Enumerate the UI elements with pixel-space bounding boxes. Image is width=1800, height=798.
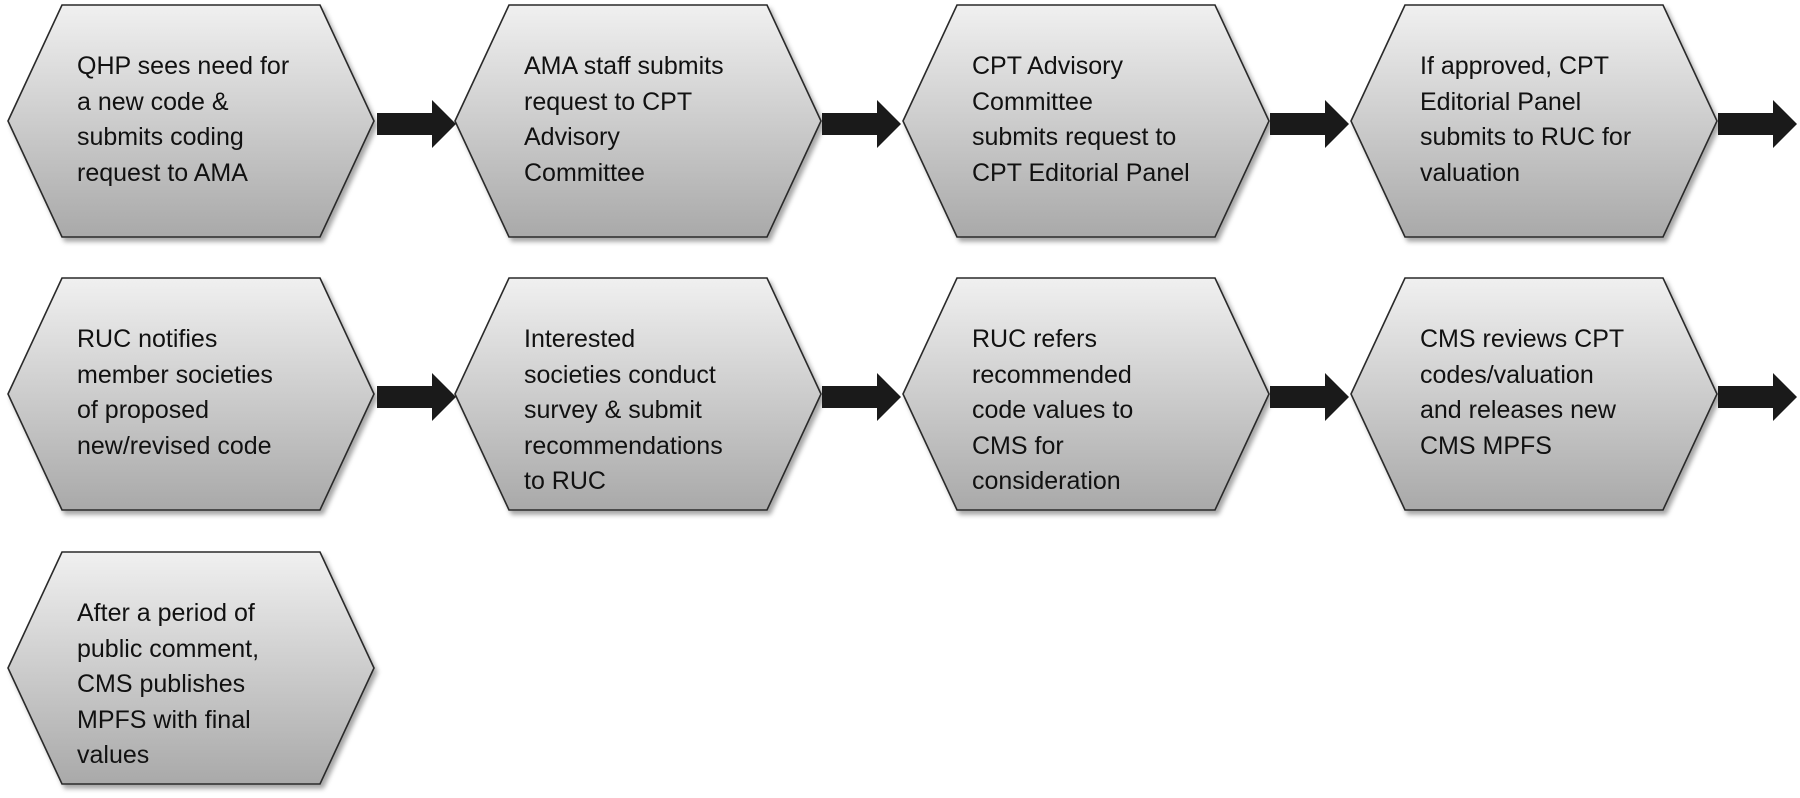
step-text-line: code values to <box>972 396 1134 424</box>
step-text-line: CMS reviews CPT <box>1420 325 1625 353</box>
flow-arrow <box>377 373 456 421</box>
step-text-line: Editorial Panel <box>1420 87 1582 116</box>
step-ruc-refers-to-cms-hexagon <box>902 277 1270 511</box>
step-ama-staff-submits-hexagon <box>454 4 822 238</box>
step-societies-conduct-survey-text: Interested societies conduct survey & subm… <box>524 322 723 500</box>
step-text-line: new/revised code <box>77 431 272 460</box>
flow-arrows <box>377 100 1797 421</box>
step-text-line: submits to RUC for <box>1420 123 1632 151</box>
step-text-line: request to CPT <box>524 87 693 116</box>
flow-arrow <box>822 373 901 421</box>
step-text-line: recommended <box>972 360 1132 389</box>
step-text-line: RUC refers <box>972 325 1098 353</box>
step-text-line: CMS for <box>972 431 1064 460</box>
step-text-line: codes/valuation <box>1420 360 1594 389</box>
step-ruc-refers-to-cms-text: RUC refers recommended code values to CMS f… <box>972 322 1133 500</box>
step-text-line: CPT Editorial Panel <box>972 158 1190 187</box>
step-text-line: QHP sees need for <box>77 52 290 80</box>
step-societies-conduct-survey-hexagon <box>454 277 822 511</box>
step-cms-reviews-codes-text: CMS reviews CPT codes/valuation and releas… <box>1420 322 1624 464</box>
step-text-line: valuation <box>1420 158 1521 187</box>
step-text-line: recommendations <box>524 431 723 460</box>
step-text-line: submits request to <box>972 123 1177 151</box>
step-editorial-panel-to-ruc-text: If approved, CPT Editorial Panel submits t… <box>1420 49 1631 191</box>
step-text-line: MPFS with final <box>77 705 251 734</box>
step-ruc-notifies-societies-hexagon <box>7 277 375 511</box>
flow-arrow <box>1270 100 1349 148</box>
flow-arrow <box>1270 373 1349 421</box>
step-text-line: RUC notifies <box>77 325 218 353</box>
step-qhp-submits-request-hexagon <box>7 4 375 238</box>
step-text-line: If approved, CPT <box>1420 52 1609 80</box>
step-cms-publishes-mpfs-hexagon <box>7 551 375 785</box>
step-cms-reviews-codes-hexagon <box>1350 277 1718 511</box>
step-cms-publishes-mpfs-text: After a period of public comment, CMS publ… <box>77 596 259 774</box>
step-text-line: Advisory <box>524 123 620 151</box>
step-text-line: CMS publishes <box>77 670 246 698</box>
step-text-line: request to AMA <box>77 158 248 187</box>
step-text-line: CPT Advisory <box>972 52 1123 80</box>
step-text-line: AMA staff submits <box>524 52 724 80</box>
step-text-line: Committee <box>972 87 1093 116</box>
step-text-line: member societies <box>77 360 273 389</box>
flow-arrow <box>1718 373 1797 421</box>
step-text-line: values <box>77 741 150 769</box>
step-cpt-advisory-committee-hexagon <box>902 4 1270 238</box>
flow-arrow <box>1718 100 1797 148</box>
step-text-line: Interested <box>524 325 636 353</box>
step-editorial-panel-to-ruc-hexagon <box>1350 4 1718 238</box>
step-shapes <box>7 4 1718 785</box>
step-text-line: a new code & <box>77 87 229 116</box>
flow-arrow <box>377 100 456 148</box>
step-qhp-submits-request-text: QHP sees need for a new code & submits cod… <box>77 49 289 191</box>
step-text-line: societies conduct <box>524 360 716 389</box>
step-ruc-notifies-societies-text: RUC notifies member societies of proposed n… <box>77 322 273 464</box>
step-text-line: Committee <box>524 158 645 187</box>
step-text-line: and releases new <box>1420 396 1616 424</box>
step-text-line: submits coding <box>77 123 244 151</box>
step-text-line: After a period of <box>77 599 255 627</box>
step-text-line: consideration <box>972 467 1121 495</box>
step-text-line: public comment, <box>77 634 260 663</box>
flow-arrow <box>822 100 901 148</box>
step-text-line: CMS MPFS <box>1420 431 1552 460</box>
step-text-line: of proposed <box>77 396 210 424</box>
step-text-line: to RUC <box>524 467 606 495</box>
step-text-line: survey & submit <box>524 396 702 424</box>
